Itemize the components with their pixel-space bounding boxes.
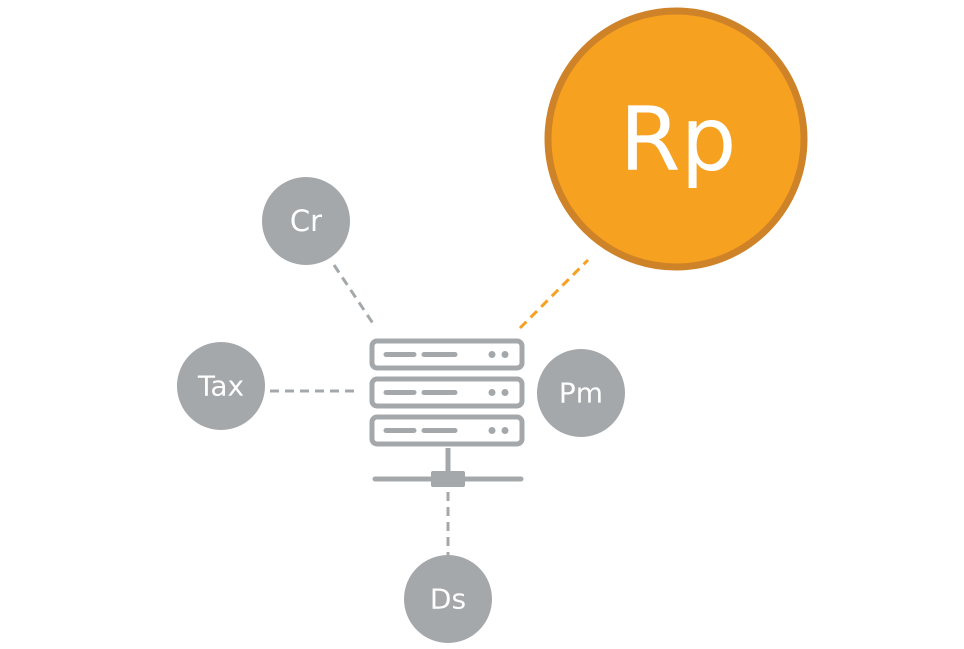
node-rp-highlighted: Rp xyxy=(544,7,808,271)
server-unit xyxy=(369,338,525,371)
server-unit xyxy=(369,414,525,447)
bus-connector xyxy=(431,471,465,487)
node-tax: Tax xyxy=(177,342,265,430)
node-ds-label: Ds xyxy=(430,583,466,616)
server-unit xyxy=(369,376,525,409)
connector-rp xyxy=(518,258,590,330)
node-rp-label: Rp xyxy=(619,88,736,191)
node-cr: Cr xyxy=(262,177,350,265)
node-pm-label: Pm xyxy=(559,377,603,410)
node-tax-label: Tax xyxy=(197,370,244,403)
node-ds: Ds xyxy=(404,555,492,643)
connector-cr xyxy=(332,264,376,326)
server-icon xyxy=(369,338,525,487)
node-pm: Pm xyxy=(537,349,625,437)
node-cr-label: Cr xyxy=(290,204,322,238)
